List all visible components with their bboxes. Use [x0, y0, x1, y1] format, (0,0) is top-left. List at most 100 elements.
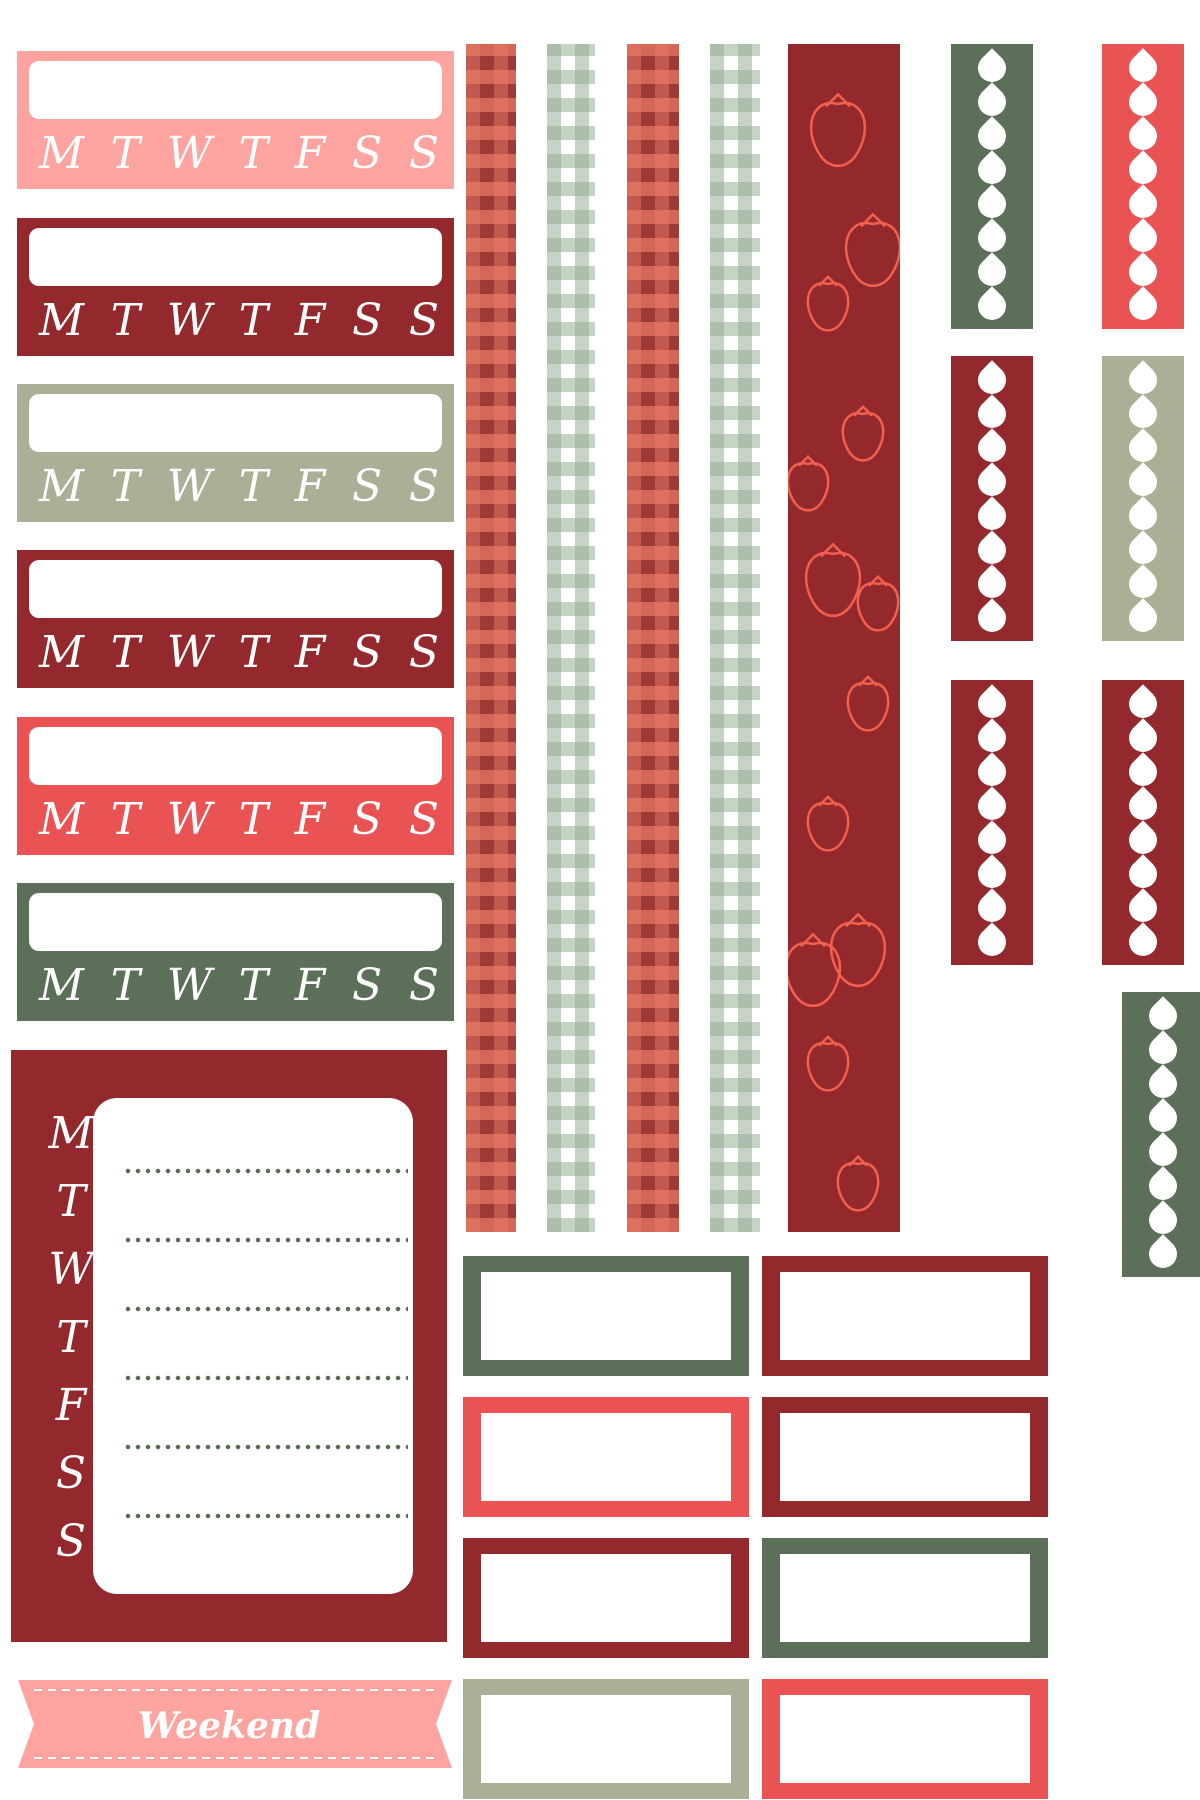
strawberry-leaf-icon [853, 405, 873, 417]
strawberry-leaf-icon [800, 932, 826, 948]
vertical-day-letter: F [55, 1380, 87, 1431]
week-sticker-forest: M T W T F S S [17, 883, 454, 1021]
strawberry-icon [806, 282, 850, 332]
day-letter: F [294, 127, 326, 179]
framed-box-inner [481, 1554, 731, 1642]
drop-strip-forest-2 [1122, 992, 1200, 1277]
weekday-row: M T W T F S S [39, 458, 439, 514]
framed-box-inner [780, 1554, 1030, 1642]
week-sticker-sage: M T W T F S S [17, 384, 454, 522]
vertical-day-letter: M [48, 1108, 94, 1159]
framed-box-burgundy-3 [463, 1538, 749, 1658]
day-letter: T [110, 127, 141, 179]
day-letter: S [408, 460, 439, 512]
day-letter: S [408, 959, 439, 1011]
day-letter: M [39, 127, 85, 179]
day-letter: F [294, 294, 326, 346]
day-letter: S [351, 294, 383, 346]
drop-icon [1123, 285, 1163, 326]
day-letter: T [110, 626, 141, 678]
weekday-row: M T W T F S S [39, 125, 439, 181]
day-letter: T [238, 294, 269, 346]
day-letter: T [238, 793, 269, 845]
drop-icon [972, 285, 1012, 326]
framed-box-inner [481, 1695, 731, 1783]
day-letter: T [110, 793, 141, 845]
week-label-box [29, 228, 442, 286]
drop-icon [1143, 1233, 1183, 1274]
strawberry-leaf-icon [825, 92, 851, 108]
day-letter: T [238, 127, 269, 179]
week-sticker-burgundy-2: M T W T F S S [17, 550, 454, 688]
weekday-row: M T W T F S S [39, 791, 439, 847]
strawberry-icon [806, 802, 850, 852]
strawberry-leaf-icon [848, 1155, 868, 1167]
framed-box-sage [463, 1679, 749, 1799]
strawberry-icon [856, 582, 900, 632]
framed-box-forest-2 [762, 1538, 1048, 1658]
framed-box-burgundy-2 [762, 1397, 1048, 1517]
dotted-line [123, 1168, 408, 1174]
day-letter: S [408, 294, 439, 346]
drop-strip-burgundy-3 [1102, 680, 1184, 965]
strawberry-leaf-icon [845, 912, 871, 928]
vertical-day-letter: W [48, 1244, 94, 1295]
week-sticker-burgundy: M T W T F S S [17, 218, 454, 356]
day-letter: M [39, 294, 85, 346]
dotted-line [123, 1513, 408, 1519]
strawberry-leaf-icon [818, 1035, 838, 1047]
strawberry-icon [806, 1042, 850, 1092]
framed-box-coral-2 [762, 1679, 1048, 1799]
day-letter: W [166, 959, 213, 1011]
washi-strip-green-gingham-2 [710, 44, 760, 1232]
framed-box-forest [463, 1256, 749, 1376]
strawberry-leaf-icon [820, 542, 846, 558]
strawberry-icon [809, 101, 867, 168]
day-letter: W [166, 793, 213, 845]
day-letter: S [351, 127, 383, 179]
day-letter: T [110, 460, 141, 512]
strawberry-icon [788, 462, 830, 512]
strawberry-icon [846, 682, 890, 732]
strawberry-leaf-icon [858, 675, 878, 687]
week-sticker-pink: M T W T F S S [17, 51, 454, 189]
day-letter: S [351, 460, 383, 512]
framed-box-inner [481, 1413, 731, 1501]
day-letter: T [238, 959, 269, 1011]
strawberry-leaf-icon [798, 455, 818, 467]
day-letter: F [294, 959, 326, 1011]
weekly-list-sticker: M T W T F S S [11, 1050, 447, 1642]
strawberry-icon [804, 551, 862, 618]
drop-icon [1123, 597, 1163, 638]
day-letter: S [351, 793, 383, 845]
strawberry-icon [841, 412, 885, 462]
dotted-line [123, 1237, 408, 1243]
vertical-day-letter: T [56, 1176, 86, 1227]
dotted-line [123, 1375, 408, 1381]
day-letter: T [110, 959, 141, 1011]
day-letter: T [238, 626, 269, 678]
week-label-box [29, 560, 442, 618]
weekend-banner: Weekend [18, 1680, 452, 1768]
framed-box-coral [463, 1397, 749, 1517]
drop-strip-burgundy [951, 356, 1033, 641]
framed-box-inner [780, 1695, 1030, 1783]
strawberry-leaf-icon [818, 275, 838, 287]
week-label-box [29, 727, 442, 785]
day-letter: M [39, 460, 85, 512]
day-letter: S [408, 793, 439, 845]
framed-box-inner [780, 1272, 1030, 1360]
day-letter: M [39, 793, 85, 845]
strawberry-leaf-icon [868, 575, 888, 587]
day-letter: T [238, 460, 269, 512]
weekday-row: M T W T F S S [39, 624, 439, 680]
drop-icon [972, 597, 1012, 638]
day-letter: S [351, 959, 383, 1011]
vertical-day-letter: S [55, 1516, 87, 1567]
washi-strip-strawberry [788, 44, 900, 1232]
framed-box-inner [780, 1413, 1030, 1501]
framed-box-burgundy [762, 1256, 1048, 1376]
strawberry-leaf-icon [818, 795, 838, 807]
day-letter: S [408, 626, 439, 678]
vertical-day-letter: S [55, 1448, 87, 1499]
